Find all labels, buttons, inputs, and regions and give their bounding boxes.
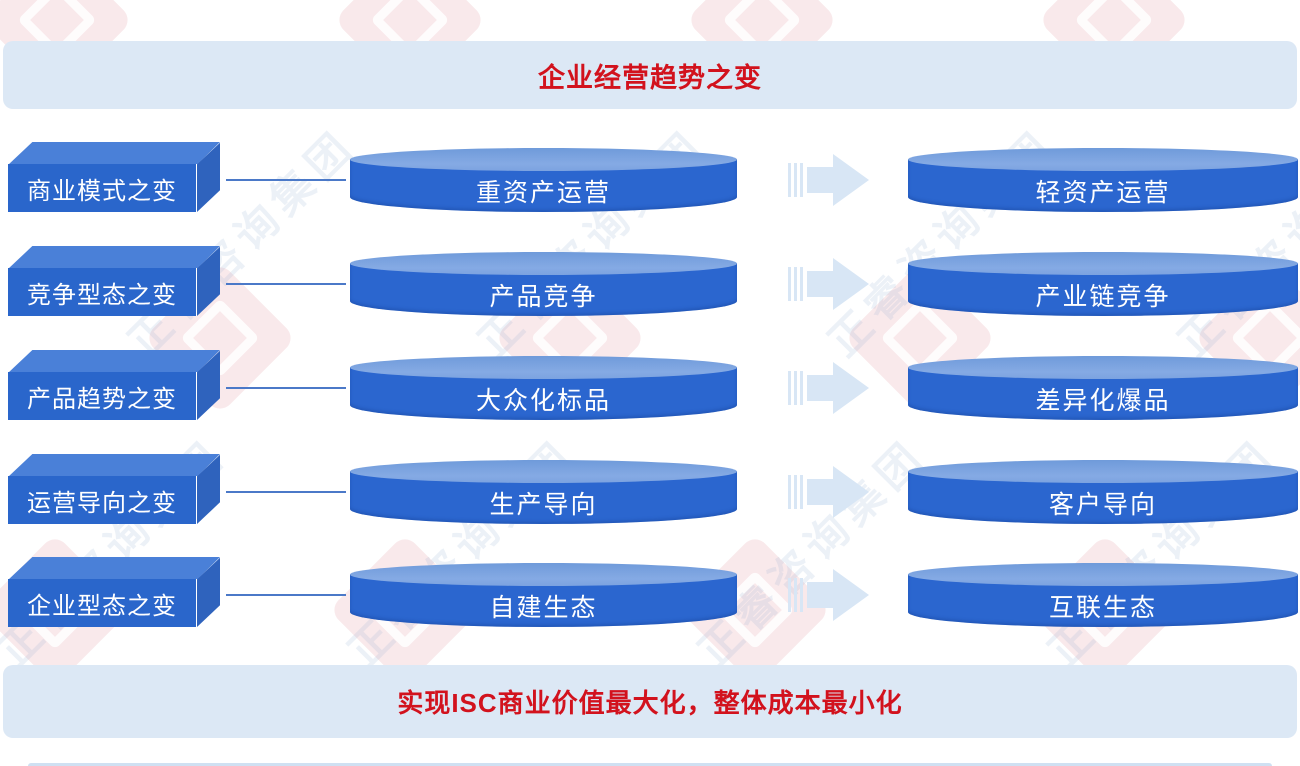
box-top-face	[8, 246, 220, 269]
header-banner: 企业经营趋势之变	[3, 41, 1297, 109]
box-side-face	[197, 557, 220, 627]
box-top-face	[8, 142, 220, 165]
box-front-face	[8, 579, 196, 627]
trend-row: 企业型态之变 自建生态 互联生态	[0, 557, 1300, 627]
page-title: 企业经营趋势之变	[538, 62, 762, 93]
box-front-face	[8, 476, 196, 524]
box-side-face	[197, 246, 220, 316]
change-box: 产品趋势之变	[8, 350, 220, 420]
to-cylinder: 轻资产运营	[908, 148, 1298, 212]
box-top-face	[8, 350, 220, 373]
box-front-face	[8, 268, 196, 316]
to-cylinder-label: 客户导向	[1048, 490, 1157, 519]
trend-row: 产品趋势之变 大众化标品 差异化爆品	[0, 350, 1300, 420]
from-cylinder-label: 生产导向	[489, 490, 598, 519]
to-cylinder-label: 差异化爆品	[1035, 386, 1171, 415]
change-box: 企业型态之变	[8, 557, 220, 627]
from-cylinder: 生产导向	[350, 460, 737, 524]
from-cylinder: 重资产运营	[350, 148, 737, 212]
change-box-label: 企业型态之变	[27, 592, 177, 620]
to-cylinder: 互联生态	[908, 563, 1298, 627]
footer-title: 实现ISC商业价值最大化，整体成本最小化	[397, 688, 903, 718]
from-cylinder: 自建生态	[350, 563, 737, 627]
cylinder-top-ellipse	[350, 460, 737, 483]
right-arrow-icon	[788, 252, 870, 316]
cylinder-top-ellipse	[350, 563, 737, 586]
cylinder-top-ellipse	[908, 356, 1298, 379]
connector-line	[226, 387, 346, 389]
to-cylinder: 客户导向	[908, 460, 1298, 524]
trend-row: 竞争型态之变 产品竞争 产业链竞争	[0, 246, 1300, 316]
cylinder-top-ellipse	[908, 563, 1298, 586]
cylinder-top-ellipse	[908, 148, 1298, 171]
connector-line	[226, 594, 346, 596]
right-arrow-icon	[788, 148, 870, 212]
right-arrow-icon	[788, 356, 870, 420]
box-top-face	[8, 557, 220, 580]
from-cylinder: 产品竞争	[350, 252, 737, 316]
bottom-strip	[28, 763, 1272, 766]
box-front-face	[8, 164, 196, 212]
trend-row: 运营导向之变 生产导向 客户导向	[0, 454, 1300, 524]
from-cylinder: 大众化标品	[350, 356, 737, 420]
cylinder-top-ellipse	[350, 148, 737, 171]
change-box: 竞争型态之变	[8, 246, 220, 316]
right-arrow-icon	[788, 460, 870, 524]
from-cylinder-label: 产品竞争	[489, 282, 598, 311]
from-cylinder-label: 自建生态	[489, 593, 598, 622]
to-cylinder: 差异化爆品	[908, 356, 1298, 420]
change-box-label: 产品趋势之变	[27, 385, 177, 413]
connector-line	[226, 179, 346, 181]
box-side-face	[197, 454, 220, 524]
box-side-face	[197, 142, 220, 212]
box-side-face	[197, 350, 220, 420]
from-cylinder-label: 大众化标品	[475, 386, 611, 415]
to-cylinder: 产业链竞争	[908, 252, 1298, 316]
connector-line	[226, 491, 346, 493]
change-box: 商业模式之变	[8, 142, 220, 212]
change-box-label: 商业模式之变	[27, 177, 177, 205]
change-box: 运营导向之变	[8, 454, 220, 524]
from-cylinder-label: 重资产运营	[475, 178, 611, 207]
change-box-label: 竞争型态之变	[27, 281, 177, 309]
cylinder-top-ellipse	[350, 356, 737, 379]
connector-line	[226, 283, 346, 285]
change-box-label: 运营导向之变	[27, 489, 177, 517]
cylinder-top-ellipse	[350, 252, 737, 275]
to-cylinder-label: 产业链竞争	[1035, 282, 1171, 311]
to-cylinder-label: 互联生态	[1048, 593, 1157, 622]
cylinder-top-ellipse	[908, 252, 1298, 275]
box-top-face	[8, 454, 220, 477]
right-arrow-icon	[788, 563, 870, 627]
cylinder-top-ellipse	[908, 460, 1298, 483]
box-front-face	[8, 372, 196, 420]
trend-row: 商业模式之变 重资产运营 轻资产运营	[0, 142, 1300, 212]
to-cylinder-label: 轻资产运营	[1035, 178, 1171, 207]
footer-banner: 实现ISC商业价值最大化，整体成本最小化	[3, 665, 1297, 738]
